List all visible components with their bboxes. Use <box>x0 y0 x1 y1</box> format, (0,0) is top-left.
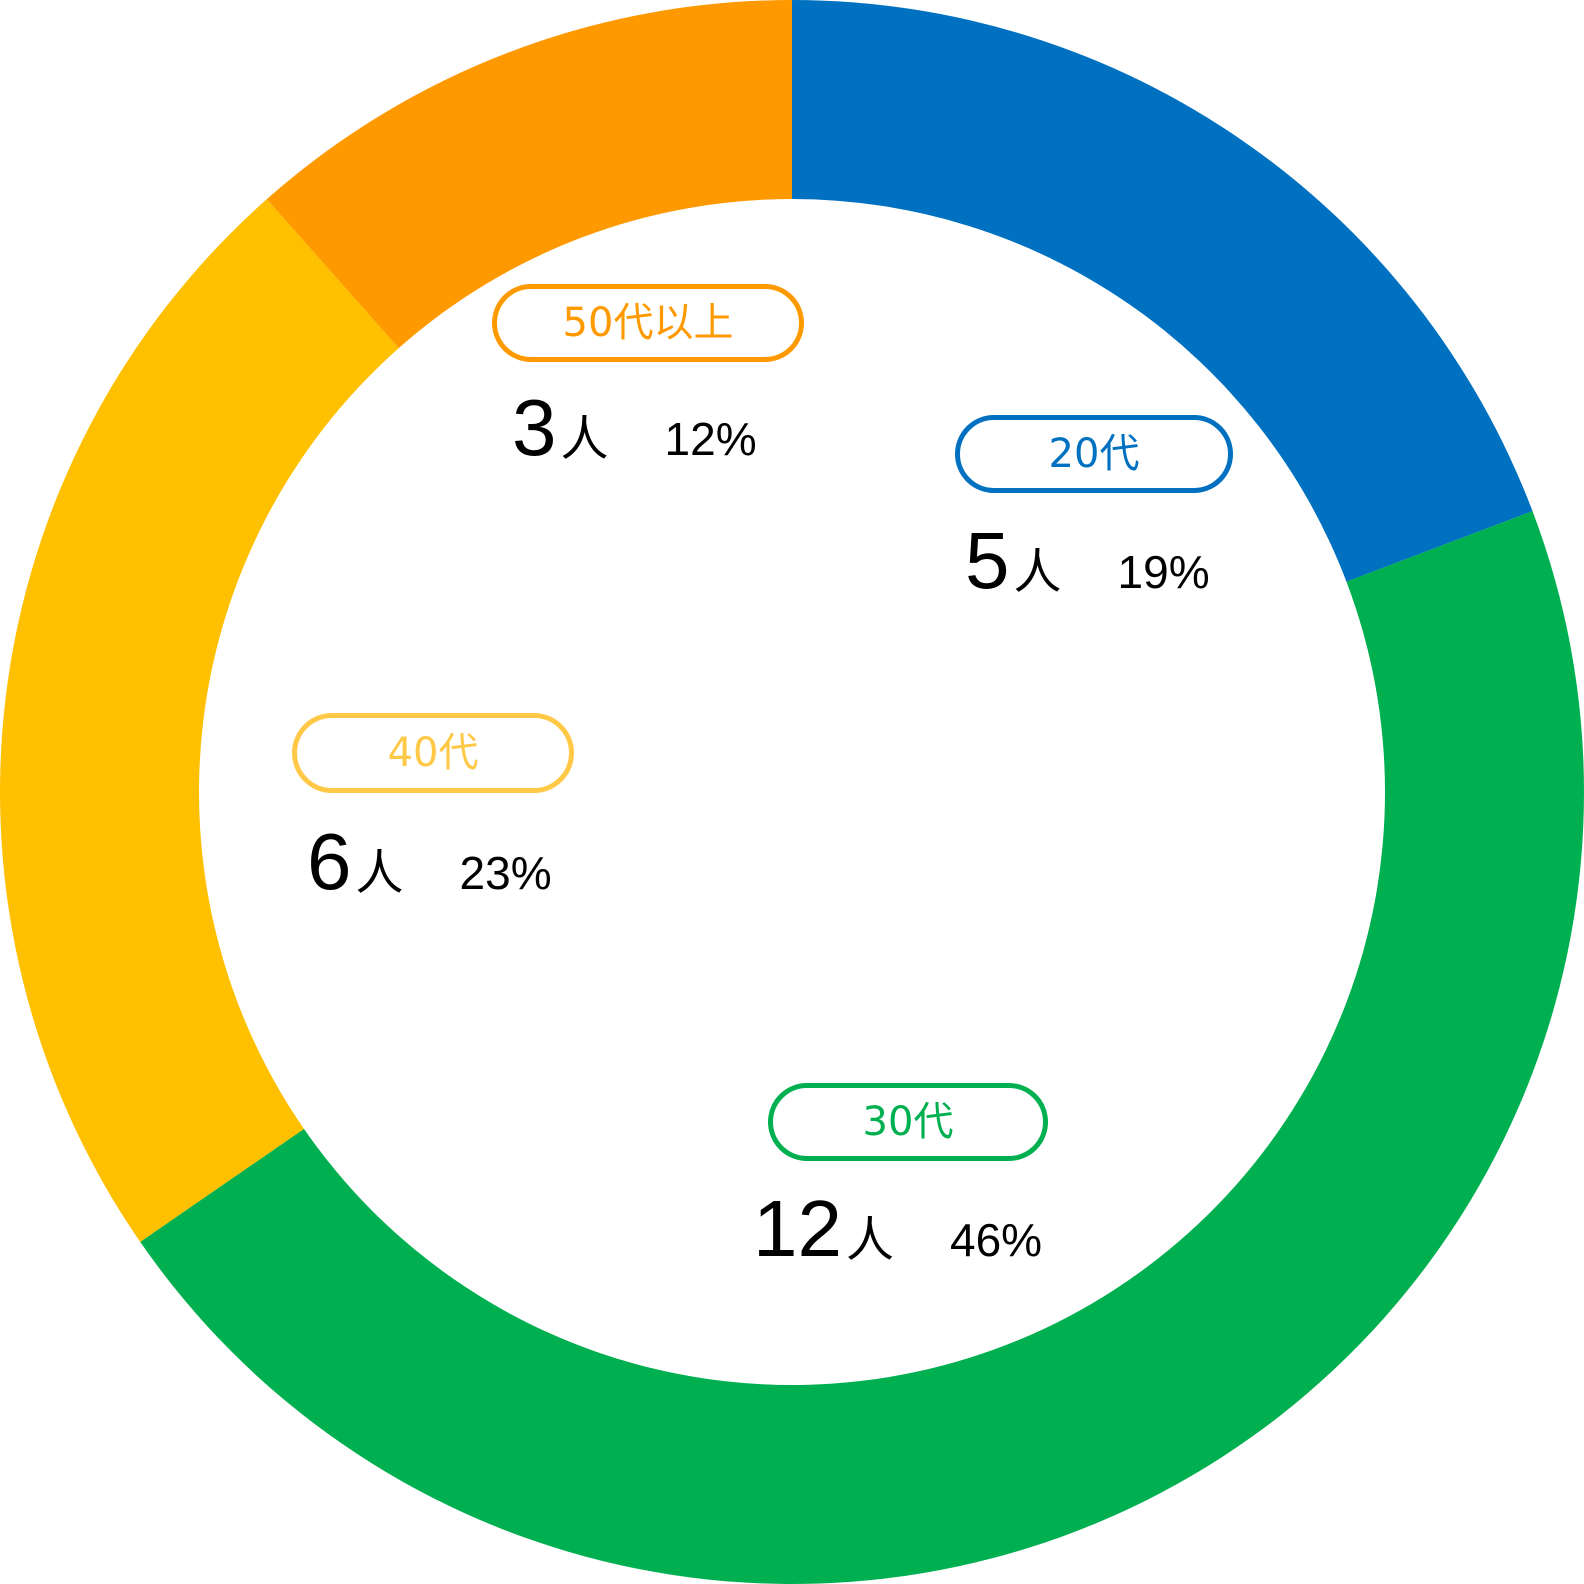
category-label: 40代 <box>387 730 479 776</box>
percent-number: 19 <box>1117 546 1169 598</box>
percent-number: 46 <box>950 1214 1002 1266</box>
percent-number: 12 <box>664 413 716 465</box>
value-number: 5 <box>965 516 1010 605</box>
value-number: 12 <box>753 1184 842 1273</box>
category-pill: 40代 <box>292 713 574 793</box>
value-percent: 23% <box>460 846 552 900</box>
value-percent: 46% <box>950 1213 1042 1267</box>
value-percent: 12% <box>665 412 757 466</box>
value-unit: 人 <box>355 845 404 901</box>
percent-sign: % <box>1001 1214 1043 1266</box>
segment-40s <box>0 199 399 1242</box>
category-pill: 50代以上 <box>492 284 804 362</box>
category-pill: 30代 <box>768 1083 1048 1161</box>
value-unit: 人 <box>845 1212 894 1268</box>
category-label: 20代 <box>1048 431 1140 477</box>
value-number: 3 <box>512 383 557 472</box>
category-label: 30代 <box>862 1099 954 1145</box>
value-percent: 19% <box>1118 545 1210 599</box>
percent-number: 23 <box>459 847 511 899</box>
category-pill: 20代 <box>955 415 1233 493</box>
category-label: 50代以上 <box>562 300 734 346</box>
segment-30s <box>140 511 1584 1584</box>
percent-sign: % <box>510 847 552 899</box>
segment-20s <box>792 0 1533 582</box>
segment-50s-plus <box>266 0 792 349</box>
percent-sign: % <box>1168 546 1210 598</box>
value-unit: 人 <box>1013 544 1062 600</box>
value-number: 6 <box>307 817 352 906</box>
value-unit: 人 <box>560 411 609 467</box>
percent-sign: % <box>715 413 757 465</box>
